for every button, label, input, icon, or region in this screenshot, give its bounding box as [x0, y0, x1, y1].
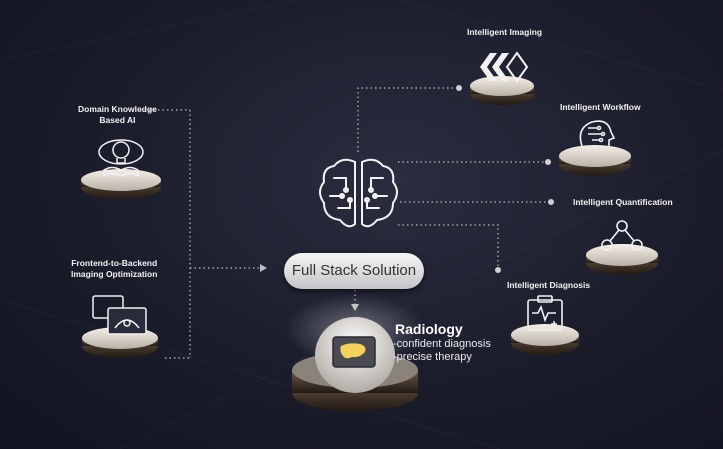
- pod-domain-knowledge: [81, 169, 161, 199]
- pod-intelligent-diagnosis: [511, 324, 579, 355]
- full-stack-solution-pill: Full Stack Solution: [284, 253, 424, 289]
- connector-diagnosis: [398, 224, 499, 268]
- layers-icon: [480, 51, 529, 83]
- imaging-screens-icon: [92, 295, 147, 335]
- network-nodes-icon: [601, 220, 643, 251]
- pod-intelligent-workflow: [559, 145, 631, 176]
- label-intelligent-imaging: Intelligent Imaging: [467, 27, 543, 37]
- radiology-line-2: -precise therapy: [393, 351, 472, 363]
- radiology-line-1: -confident diagnosis: [393, 338, 491, 350]
- label-intelligent-workflow: Intelligent Workflow: [560, 102, 641, 112]
- connector-lines: [140, 87, 548, 359]
- label-intelligent-diagnosis: Intelligent Diagnosis: [507, 280, 591, 290]
- brain-icon: [319, 158, 398, 228]
- clipboard-pulse-icon: [527, 295, 563, 331]
- connector-imaging: [357, 87, 455, 152]
- label-domain-knowledge: Domain Knowledge Based AI: [78, 104, 157, 125]
- monitor-liver-icon: [332, 336, 376, 368]
- lightbulb-book-icon: [98, 139, 144, 178]
- arrow-to-fss-icon: [260, 264, 267, 272]
- circuit-head-icon: [579, 120, 616, 147]
- pod-intelligent-quantification: [586, 244, 658, 275]
- label-frontend-backend: Frontend-to-Backend Imaging Optimization: [71, 258, 158, 279]
- radiology-title: Radiology: [395, 321, 463, 337]
- label-intelligent-quantification: Intelligent Quantification: [573, 197, 673, 207]
- connector-dots: [456, 85, 554, 273]
